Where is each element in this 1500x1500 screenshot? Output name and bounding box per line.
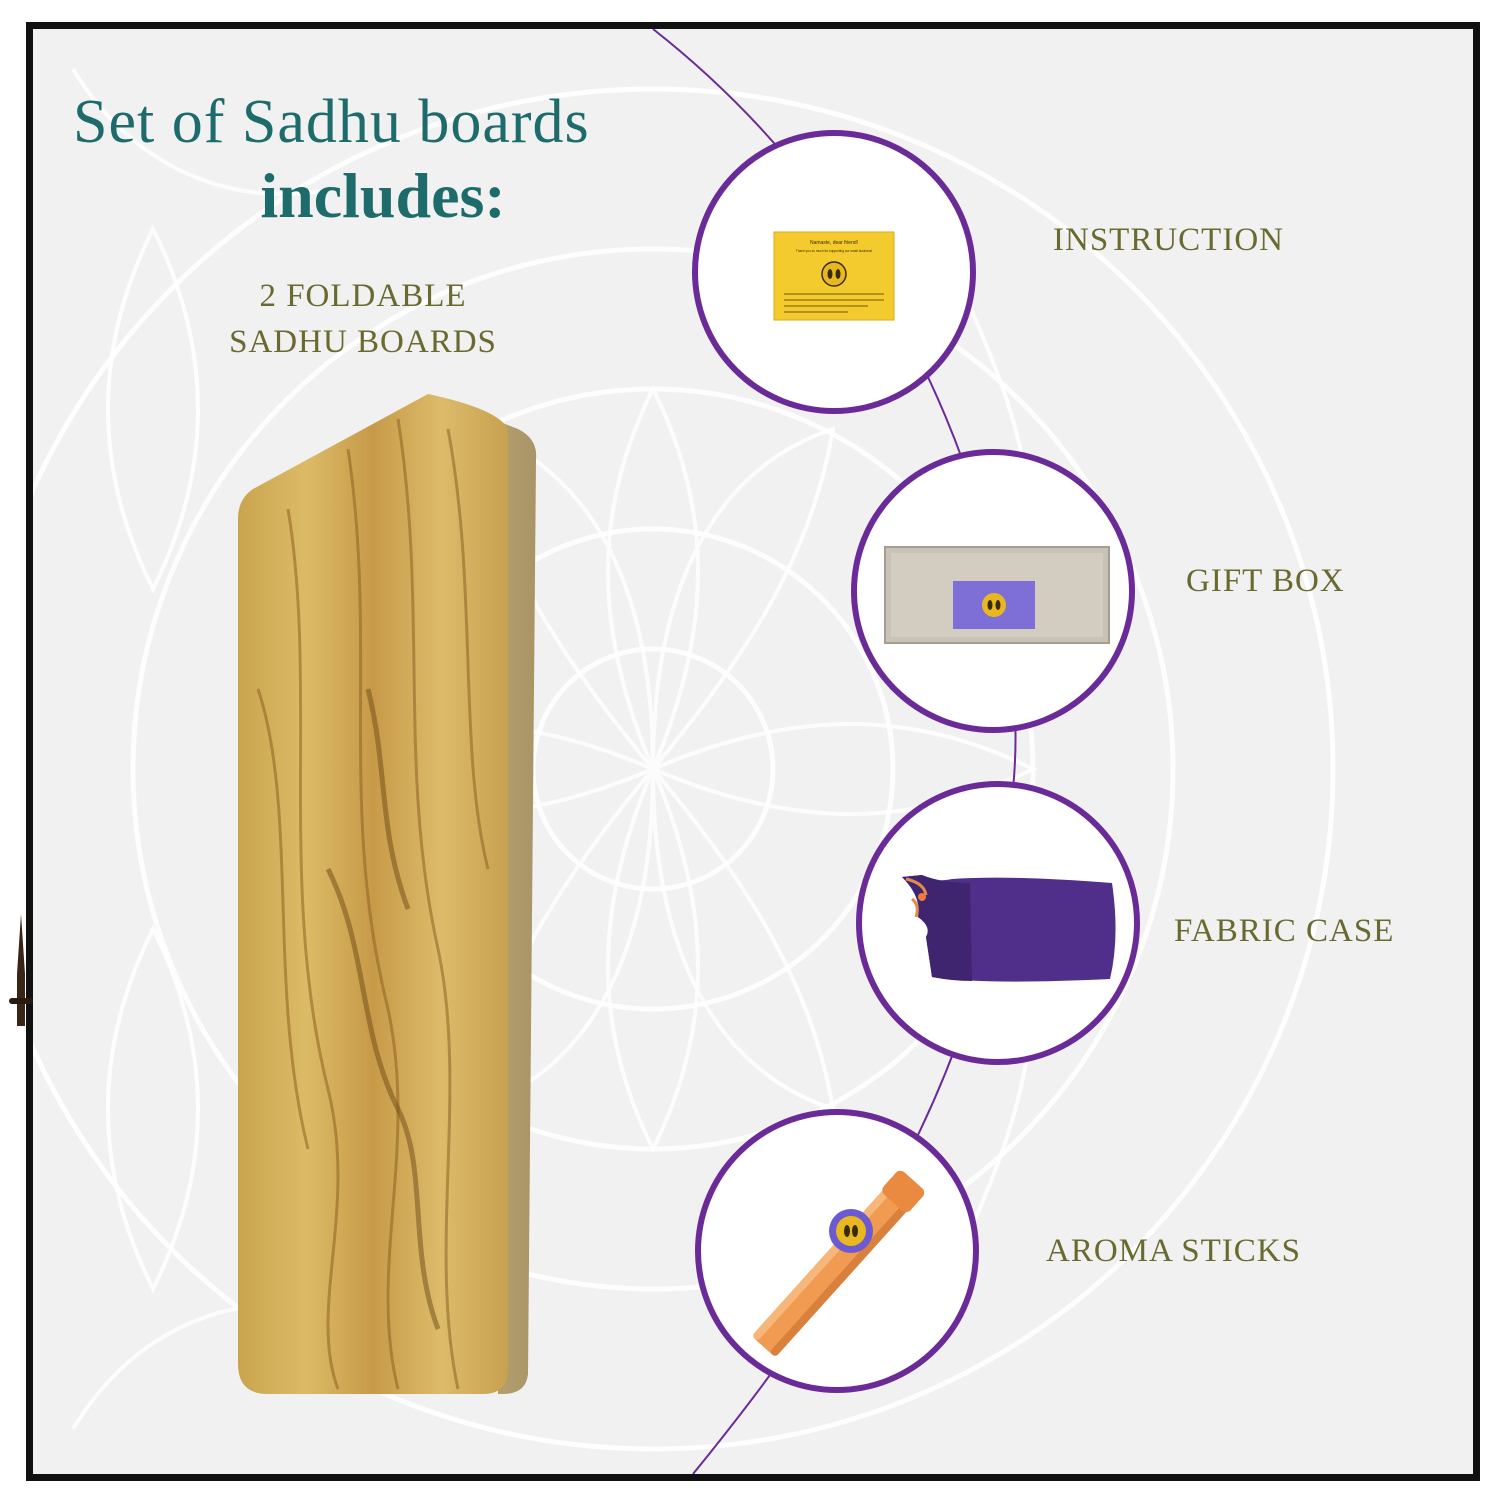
boards-label-line1: 2 FOLDABLE [259,278,467,314]
instruction-card-icon: Namaste, dear friend! Thank you so much … [773,231,895,321]
instruction-label: INSTRUCTION [1053,222,1284,258]
nail-icon [9,914,33,1026]
gift-box-label: GIFT BOX [1186,563,1345,599]
aroma-sticks-icon [753,1170,925,1356]
instruction-card-subheading: Thank you so much for supporting our sma… [796,249,872,253]
gift-box-icon [884,546,1110,644]
page-title-line2: includes: [260,160,506,231]
aroma-sticks-label: AROMA STICKS [1046,1233,1301,1269]
mandala-background [33,67,1336,1452]
instruction-card-heading: Namaste, dear friend! [810,240,858,246]
sadhu-board-image [238,394,537,1394]
page-title-line1: Set of Sadhu boards [73,88,590,156]
fabric-case-circle [856,781,1140,1065]
product-frame: Set of Sadhu boards includes: 2 FOLDABLE… [26,22,1480,1481]
boards-label-line2: SADHU BOARDS [229,324,497,360]
boards-label: 2 FOLDABLE SADHU BOARDS [163,273,563,365]
instruction-circle: Namaste, dear friend! Thank you so much … [692,130,976,414]
aroma-sticks-circle [695,1109,979,1393]
fabric-case-icon [902,875,1116,982]
gift-box-circle [851,449,1135,733]
fabric-case-label: FABRIC CASE [1174,913,1395,949]
